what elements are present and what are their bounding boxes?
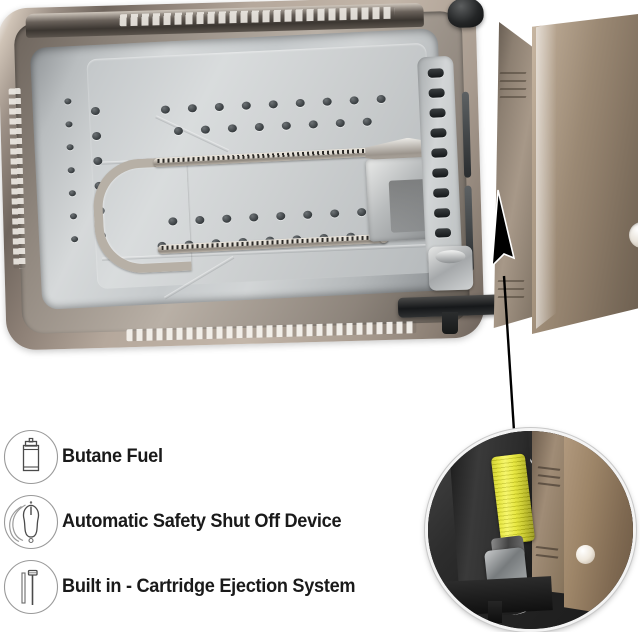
pan-hole — [303, 210, 313, 219]
feature-row: Automatic Safety Shut Off Device — [0, 489, 420, 554]
pan-hole — [308, 120, 318, 129]
lid-face-inner — [493, 22, 536, 328]
pan-hole — [65, 121, 73, 128]
pan-hole — [356, 207, 367, 217]
pan-hole — [187, 104, 198, 113]
inset-brass-panel-front — [564, 431, 633, 619]
lid-hinge-knob — [447, 0, 485, 29]
inset-louvre — [537, 482, 561, 487]
pan-hole — [173, 126, 184, 136]
rail-slot — [429, 108, 446, 118]
inset-lid-vent-hole — [576, 545, 595, 564]
pan-hole — [276, 211, 286, 221]
pan-hole — [214, 102, 225, 112]
feature-label: Butane Fuel — [62, 445, 163, 467]
lid-louvre — [497, 296, 525, 298]
pan-hole — [322, 97, 332, 106]
pan-hole — [70, 236, 79, 243]
product-photo — [0, 0, 640, 400]
rail-slot — [431, 148, 448, 158]
pan-hole — [64, 98, 72, 105]
pan-hole — [91, 131, 102, 141]
pan-hole — [241, 101, 251, 110]
pan-hole — [93, 156, 103, 166]
pan-hole — [349, 96, 359, 105]
pan-hole — [295, 98, 305, 108]
inset-louvre — [535, 545, 559, 551]
lid-louvre — [497, 280, 525, 282]
pan-hole — [329, 209, 340, 218]
pan-hole — [222, 214, 232, 223]
pan-hole — [376, 94, 386, 104]
rail-slot — [434, 228, 452, 238]
pan-hole — [281, 121, 292, 130]
lid-louvre — [499, 80, 527, 82]
lid-louvre — [497, 288, 525, 290]
rail-slot — [432, 188, 450, 198]
pan-hole — [268, 100, 278, 109]
ejection-lever-icon — [0, 556, 62, 618]
pan-hole-column — [64, 98, 79, 243]
pan-hole — [195, 215, 205, 225]
pan-hole — [160, 105, 171, 114]
feature-row: Butane Fuel — [0, 424, 420, 489]
butane-canister-icon — [0, 426, 62, 488]
rail-slot — [427, 68, 444, 78]
rail-slot — [432, 168, 449, 178]
lid-louvre — [499, 88, 527, 90]
lid-panel — [492, 14, 638, 334]
pan-hole — [335, 118, 345, 128]
pan-hole — [362, 117, 372, 126]
feature-list: Butane Fuel Automatic Safety Shut Off De… — [0, 424, 420, 619]
pan-hole — [227, 124, 238, 133]
lid-louvre — [499, 96, 527, 98]
inset-louvre — [537, 474, 561, 479]
lid-gloss-highlight — [536, 21, 556, 329]
pan-hole — [90, 106, 101, 116]
pan-hole — [249, 213, 259, 222]
pan-hole — [66, 144, 74, 151]
rail-slot — [433, 208, 451, 218]
feature-label: Built in - Cartridge Ejection System — [62, 575, 356, 597]
feature-row: Built in - Cartridge Ejection System — [0, 554, 420, 619]
inset-louvre — [535, 553, 559, 559]
inset-base-tab — [488, 601, 502, 623]
lid-vent-hole — [629, 222, 638, 248]
pan-hole — [69, 213, 78, 220]
rail-slot — [428, 88, 445, 98]
feature-label: Automatic Safety Shut Off Device — [62, 510, 342, 532]
rail-slot — [430, 128, 447, 138]
lid-louvre — [499, 72, 527, 74]
pan-hole — [68, 190, 77, 197]
pan-hole — [67, 167, 75, 174]
burner-u-bend — [91, 156, 192, 276]
cartridge-ejection-knob — [428, 245, 474, 291]
pan-hole — [200, 125, 211, 134]
safety-knob-icon — [0, 491, 62, 553]
pan-hole — [254, 122, 265, 132]
rail-slim-slot — [461, 91, 472, 178]
inset-louvre — [537, 466, 561, 471]
inset-detail-circle — [425, 428, 636, 632]
ejection-lever-tab — [442, 312, 458, 334]
drip-pan — [29, 28, 451, 310]
